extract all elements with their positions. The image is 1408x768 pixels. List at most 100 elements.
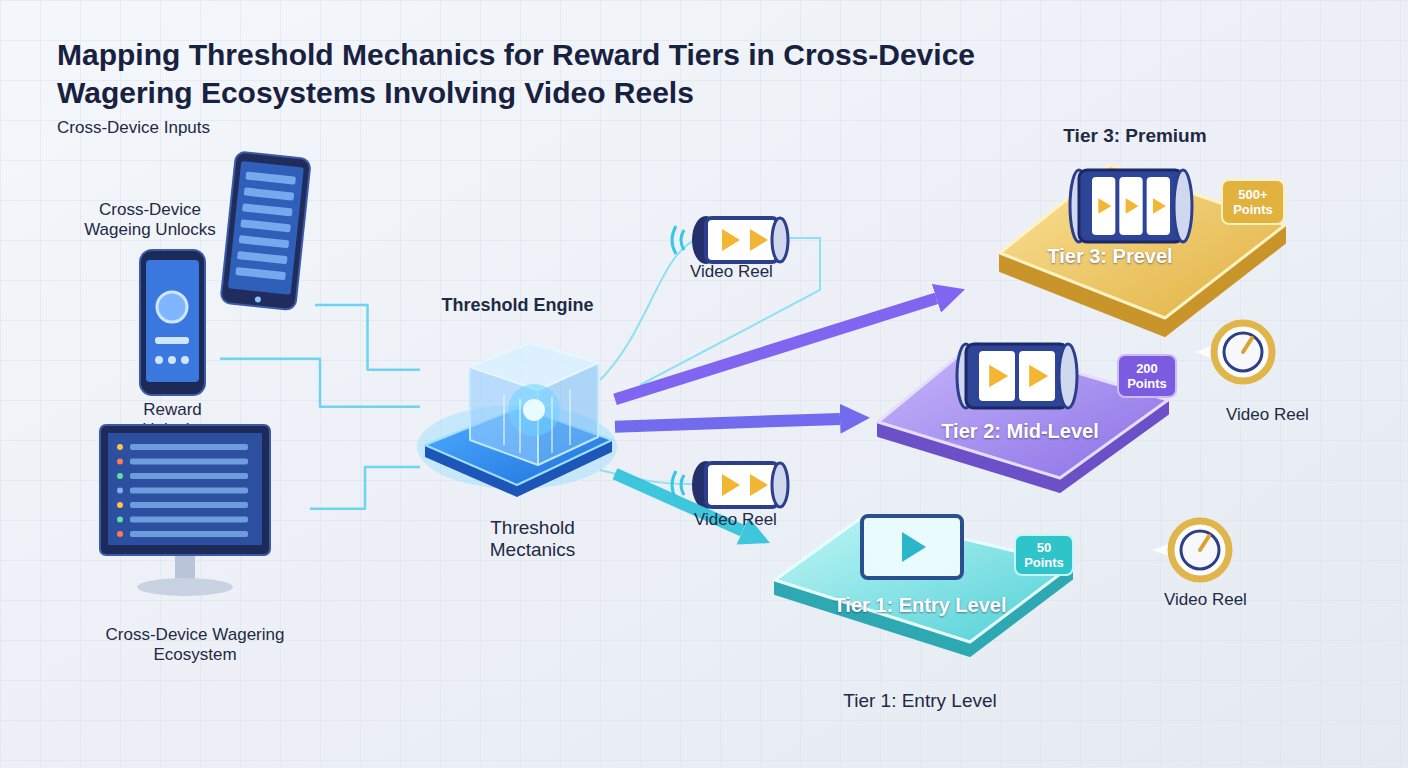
reel-window: [1147, 177, 1170, 235]
reel-cap: [772, 218, 788, 262]
reel-window: [1019, 351, 1055, 401]
tier-caption: Tier 1: Entry Level: [805, 690, 1035, 712]
core-glow: [523, 399, 545, 421]
engine-title: Threshold Engine: [420, 295, 615, 316]
reel-window: [979, 351, 1015, 401]
reel-window: [1119, 177, 1142, 235]
motion-tail: [1195, 346, 1212, 358]
reel-icon: [1070, 170, 1192, 242]
reel-icon: [957, 344, 1077, 408]
tier-name: Tier 3: Prevel: [1010, 245, 1210, 269]
engine-node: Threshold EngineThreshold Mectanics: [420, 295, 615, 565]
connector-wire: [220, 359, 420, 407]
badge-shape: [1118, 355, 1176, 397]
play-mark: [902, 532, 926, 562]
node-outline: [965, 125, 1295, 350]
points-value: 500+ Points: [1222, 180, 1284, 224]
engine-caption: Threshold Mectanics: [470, 517, 595, 562]
cube-face: [470, 343, 598, 390]
node-outline: [125, 245, 220, 450]
tablet-body: [220, 151, 310, 310]
phone-bar: [155, 337, 189, 344]
reel-body: [706, 463, 778, 507]
play-mark: [1098, 198, 1111, 213]
tier-name: Tier 2: Mid-Level: [915, 420, 1125, 444]
row-dot: [117, 517, 123, 523]
connector-wire: [315, 305, 420, 370]
screen-icon: [862, 516, 962, 578]
badge-shape: [1015, 535, 1073, 575]
section-label: Cross-Device Inputs: [57, 118, 357, 138]
tier-heading: Tier 3: Premium: [1055, 125, 1215, 147]
device-node: Reward Unlocks: [125, 245, 220, 450]
gauge-icon: [1195, 323, 1272, 381]
badge-shape: [1222, 180, 1284, 224]
row-dot: [117, 473, 123, 479]
points-badge: 500+ Points: [1222, 180, 1284, 224]
screen-row: [130, 459, 248, 465]
play-mark: [750, 229, 768, 251]
monitor-base: [137, 578, 233, 596]
screen-row: [130, 502, 248, 508]
play-mark: [1153, 198, 1166, 213]
play-mark: [750, 474, 768, 496]
gauge-face: [1224, 333, 1262, 371]
motion-tail: [1152, 544, 1169, 556]
screen-row: [130, 444, 248, 450]
tier-platform: Tier 2: Mid-Level200 Points: [870, 330, 1180, 495]
circuit-line: [551, 397, 553, 453]
tablet-device: [220, 151, 310, 310]
row-dot: [117, 531, 123, 537]
phone-button: [181, 356, 189, 364]
reel-cap: [772, 463, 788, 507]
circuit-line: [569, 389, 571, 445]
row-dot: [117, 444, 123, 450]
reel-label: Video Reel: [1226, 405, 1336, 425]
points-value: 50 Points: [1015, 535, 1073, 575]
decor-wire: [600, 238, 700, 380]
diagram-title: Mapping Threshold Mechanics for Reward T…: [57, 36, 1057, 112]
phone-body: [140, 250, 205, 395]
row-dot: [117, 459, 123, 465]
device-node: Cross-Device Wagering Ecosystem: [80, 425, 310, 680]
play-mark: [722, 474, 740, 496]
signal-arc: [681, 230, 684, 250]
screen-row: [245, 171, 296, 184]
gauge-ring: [1214, 323, 1272, 381]
screen-row: [237, 251, 288, 264]
screen-row: [240, 219, 291, 232]
screen-row: [130, 473, 248, 479]
reel-cap: [1174, 170, 1192, 242]
tablet-screen: [228, 161, 304, 295]
reel-body: [706, 218, 778, 262]
screen-row: [130, 531, 248, 537]
screen-row: [130, 488, 248, 494]
screen-row: [239, 235, 290, 248]
play-mark: [989, 365, 1008, 387]
phone-icon: [157, 292, 187, 322]
reel-cap: [1059, 344, 1077, 408]
play-mark: [1029, 365, 1048, 387]
screen-row: [244, 187, 295, 200]
gauge-needle: [1200, 536, 1209, 550]
device-label: Cross-Device Wagering Ecosystem: [80, 625, 310, 665]
gauge-icon: [1152, 521, 1229, 579]
reel-label: Video Reel: [1164, 590, 1274, 610]
flow-arrow: [615, 298, 936, 399]
screen-row: [242, 203, 293, 216]
tier-platform: Tier 3: PremiumTier 3: Prevel 500+ Points: [965, 125, 1295, 350]
signal-arc: [681, 475, 684, 495]
monitor-screen: [108, 433, 262, 545]
reel-label: Video Reel: [690, 262, 800, 282]
gauge-needle: [1243, 338, 1252, 352]
phone-button: [155, 356, 163, 364]
row-dot: [117, 502, 123, 508]
screen-row: [235, 267, 286, 280]
row-dot: [117, 488, 123, 494]
gauge-ring: [1171, 521, 1229, 579]
circuit-line: [519, 399, 521, 453]
